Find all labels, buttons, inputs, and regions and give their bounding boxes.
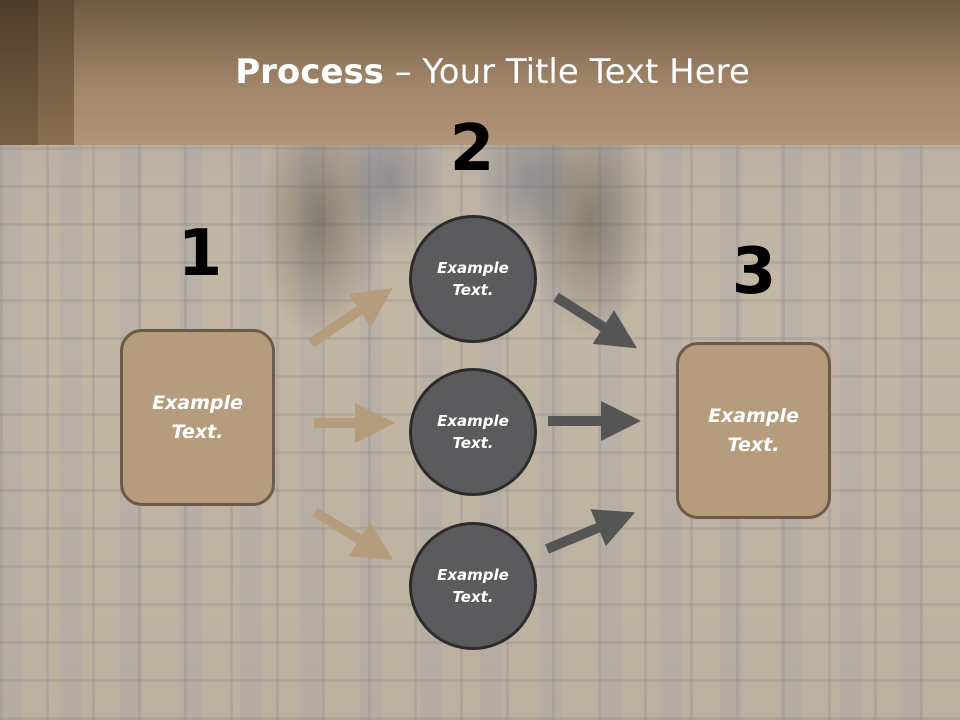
step-number-1: 1	[177, 217, 223, 291]
arrow-from-circle-1	[553, 292, 638, 349]
arrow-to-circle-3	[312, 507, 394, 561]
arrow-from-circle-3	[545, 509, 636, 554]
step-3-box[interactable]: Example Text.	[676, 342, 831, 519]
header-accent-bar	[38, 0, 74, 145]
header-band	[0, 0, 960, 145]
circle-3[interactable]: Example Text.	[409, 522, 537, 650]
header-accent-bar	[0, 0, 38, 145]
circle-2-text: Example Text.	[437, 411, 509, 453]
circle-3-text: Example Text.	[437, 565, 509, 607]
circle-1-text: Example Text.	[437, 258, 509, 300]
title-bold: Process	[235, 52, 384, 92]
step-3-text: Example Text.	[708, 405, 799, 456]
circle-2[interactable]: Example Text.	[409, 368, 537, 496]
arrow-to-circle-1	[308, 288, 393, 348]
title-rest: – Your Title Text Here	[383, 52, 750, 92]
circle-1[interactable]: Example Text.	[409, 215, 537, 343]
step-1-text: Example Text.	[152, 392, 243, 443]
slide-title[interactable]: Process – Your Title Text Here	[0, 52, 960, 92]
step-number-2: 2	[449, 112, 495, 186]
step-number-3: 3	[731, 235, 777, 309]
step-1-box[interactable]: Example Text.	[120, 329, 275, 506]
